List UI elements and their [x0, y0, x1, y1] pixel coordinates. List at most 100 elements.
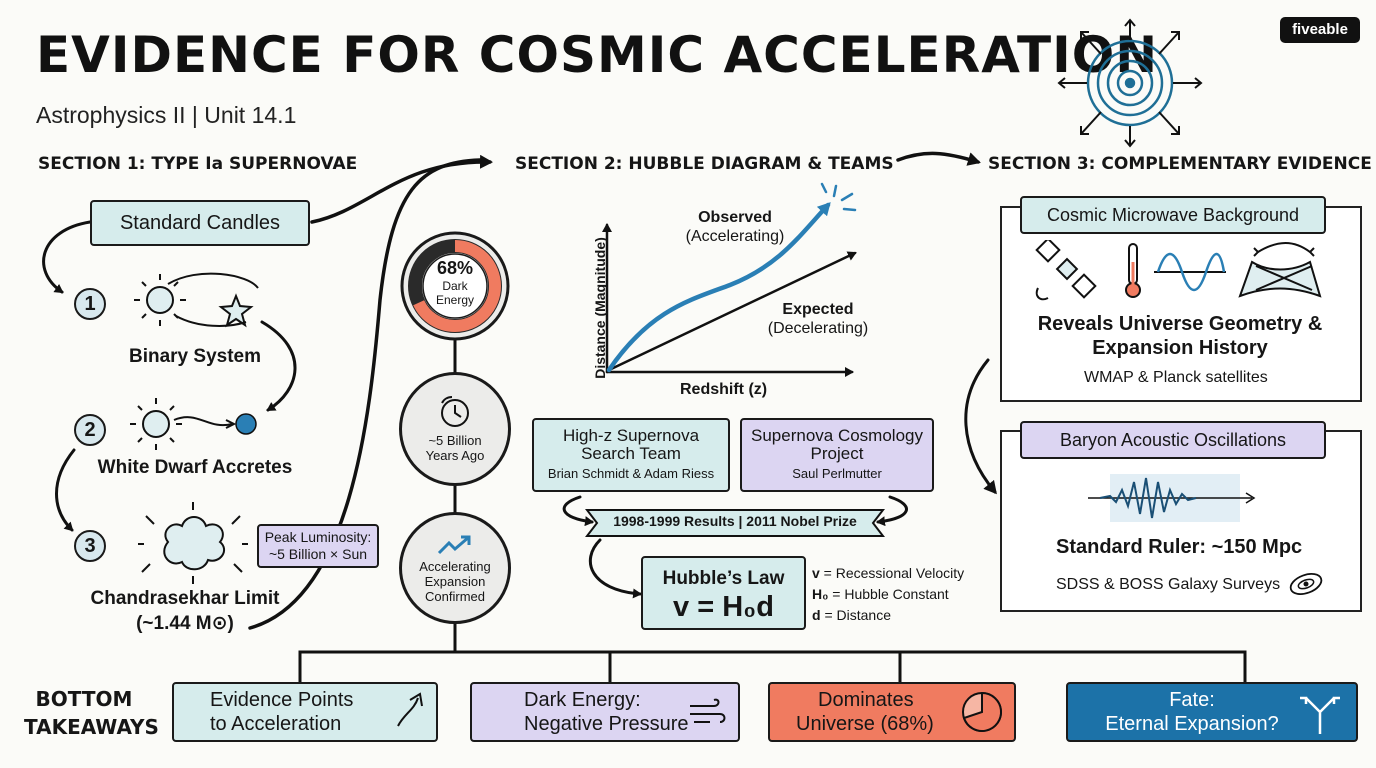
- chandrasekhar-label: Chandrasekhar Limit: [90, 588, 280, 609]
- observed-label: Observed (Accelerating): [682, 208, 788, 246]
- page-title: EVIDENCE FOR COSMIC ACCELERATION: [36, 26, 1159, 84]
- galaxy-icon: [1289, 573, 1323, 595]
- results-banner: [585, 509, 885, 537]
- takeaway-dominates-2: Universe (68%): [796, 713, 934, 735]
- step3-number: 3: [74, 530, 106, 562]
- cmb-description: Reveals Universe Geometry & Expansion Hi…: [1010, 312, 1350, 360]
- peak-luminosity-label: Peak Luminosity:: [264, 529, 372, 545]
- hubble-law-equation: v = H₀d: [673, 591, 774, 623]
- clock-icon: [441, 396, 469, 427]
- confirmed-line-3: Confirmed: [425, 588, 485, 604]
- expected-label-title: Expected: [782, 301, 854, 318]
- legend-h-symbol: H₀: [812, 586, 829, 602]
- bottom-label-1: BOTTOM: [35, 687, 133, 711]
- hubble-law-title: Hubble’s Law: [662, 568, 785, 589]
- thermometer-icon: [1125, 243, 1141, 298]
- cmb-title: Cosmic Microwave Background: [1020, 196, 1326, 234]
- confirmed-line-2: Expansion: [424, 573, 486, 589]
- bottom-bracket: [298, 650, 1247, 684]
- takeaway-dark-energy-1: Dark Energy:: [524, 689, 641, 711]
- team2-name-1: Supernova Cosmology: [751, 426, 923, 445]
- arrow-cmb-to-bao: [964, 358, 997, 495]
- section2-heading: SECTION 2: HUBBLE DIAGRAM & TEAMS: [515, 154, 894, 174]
- hubble-chart: [602, 182, 857, 377]
- peak-luminosity-value: ~5 Billion × Sun: [268, 546, 368, 562]
- takeaway-fate-2: Eternal Expansion?: [1105, 713, 1279, 735]
- arrow-section2-to-section3: [896, 151, 981, 166]
- bao-ruler: Standard Ruler: ~150 Mpc: [1056, 536, 1303, 558]
- curved-geometry-icon: [1238, 242, 1322, 298]
- binary-system-label: Binary System: [128, 346, 261, 367]
- hubble-law-box: Hubble’s Law v = H₀d: [641, 556, 806, 630]
- takeaway-dark-energy: Dark Energy: Negative Pressure: [470, 682, 740, 742]
- chart-x-label: Redshift (z): [680, 381, 768, 398]
- arrow-limit-to-section2: [248, 158, 482, 630]
- bao-surveys: SDSS & BOSS Galaxy Surveys: [1056, 576, 1281, 593]
- takeaway-evidence-2: to Acceleration: [210, 713, 342, 735]
- arrow-candles-to-step1: [42, 220, 92, 294]
- team1-people: Brian Schmidt & Adam Riess: [547, 466, 715, 481]
- fork-arrows-icon: [1300, 696, 1340, 734]
- bao-oscillation-icon: [1088, 474, 1256, 522]
- observed-label-note: (Accelerating): [685, 228, 785, 245]
- bao-title: Baryon Acoustic Oscillations: [1020, 421, 1326, 459]
- legend-d-text: = Distance: [820, 607, 891, 623]
- team1-box: High-z Supernova Search Team Brian Schmi…: [532, 418, 730, 492]
- bottom-label-2: TAKEAWAYS: [24, 715, 159, 739]
- white-dwarf-accretion-icon: [130, 398, 257, 450]
- dark-energy-label-2: Energy: [435, 293, 475, 307]
- page-subtitle: Astrophysics II | Unit 14.1: [36, 102, 297, 128]
- expected-label: Expected (Decelerating): [760, 300, 876, 338]
- takeaway-dominates-1: Dominates: [818, 689, 914, 711]
- cmb-icons: [1035, 240, 1322, 301]
- legend-v-symbol: v: [812, 565, 820, 581]
- brand-logo: fiveable: [1280, 17, 1360, 43]
- observed-burst: [820, 182, 857, 212]
- takeaway-fate-1: Fate:: [1169, 689, 1215, 711]
- takeaway-dominates: Dominates Universe (68%): [768, 682, 1016, 742]
- team2-box: Supernova Cosmology Project Saul Perlmut…: [740, 418, 934, 492]
- step2-number: 2: [74, 414, 106, 446]
- arrow-team2-to-results: [876, 495, 908, 527]
- dark-energy-label-1: Dark: [442, 279, 468, 293]
- results-text: 1998-1999 Results | 2011 Nobel Prize: [613, 513, 857, 529]
- team2-people: Saul Perlmutter: [792, 466, 882, 481]
- legend-v-text: = Recessional Velocity: [819, 565, 965, 581]
- observed-label-title: Observed: [698, 209, 772, 226]
- arrow-results-to-hubble: [589, 538, 642, 599]
- team1-name-1: High-z Supernova: [562, 426, 700, 445]
- standard-candles-box: Standard Candles: [90, 200, 310, 246]
- time-line-1: ~5 Billion: [428, 433, 482, 448]
- hubble-legend: v = Recessional Velocity H₀ = Hubble Con…: [812, 563, 964, 626]
- team2-name-2: Project: [810, 444, 864, 463]
- takeaway-evidence: Evidence Points to Acceleration: [172, 682, 438, 742]
- arrow-step2-to-step3: [55, 448, 76, 532]
- bottom-label: BOTTOM TAKEAWAYS: [24, 685, 159, 741]
- cmb-description-1: Reveals Universe Geometry &: [1037, 313, 1323, 335]
- time-circle: ~5 Billion Years Ago: [399, 372, 511, 486]
- cmb-description-2: Expansion History: [1092, 337, 1268, 359]
- step1-number: 1: [74, 288, 106, 320]
- observed-curve: [606, 202, 831, 373]
- chart-y-label: Distance (Magnitude): [592, 237, 608, 379]
- white-dwarf-label: White Dwarf Accretes: [97, 457, 293, 478]
- legend-h-text: = Hubble Constant: [828, 586, 949, 602]
- confirmed-circle: Accelerating Expansion Confirmed: [399, 512, 511, 624]
- trend-up-icon: [437, 535, 471, 554]
- section3-heading: SECTION 3: COMPLEMENTARY EVIDENCE: [988, 154, 1372, 174]
- dark-energy-percent: 68%: [436, 258, 474, 278]
- satellite-icon: [1035, 240, 1097, 301]
- legend-d-symbol: d: [812, 607, 821, 623]
- dark-energy-arc: [409, 240, 501, 332]
- curved-arrow-up-icon: [397, 692, 423, 727]
- section1-heading: SECTION 1: TYPE Ia SUPERNOVAE: [38, 154, 358, 174]
- pie-chart-icon: [962, 691, 1003, 732]
- confirmed-line-1: Accelerating: [419, 558, 491, 574]
- expected-label-note: (Decelerating): [767, 320, 869, 337]
- binary-star-icon: [134, 272, 259, 328]
- takeaway-fate: Fate: Eternal Expansion?: [1066, 682, 1358, 742]
- takeaway-evidence-1: Evidence Points: [210, 689, 354, 711]
- chandrasekhar-value: (~1.44 M⊙): [136, 613, 234, 634]
- dark-energy-donut-chart: [400, 231, 510, 341]
- expected-line: [607, 251, 857, 372]
